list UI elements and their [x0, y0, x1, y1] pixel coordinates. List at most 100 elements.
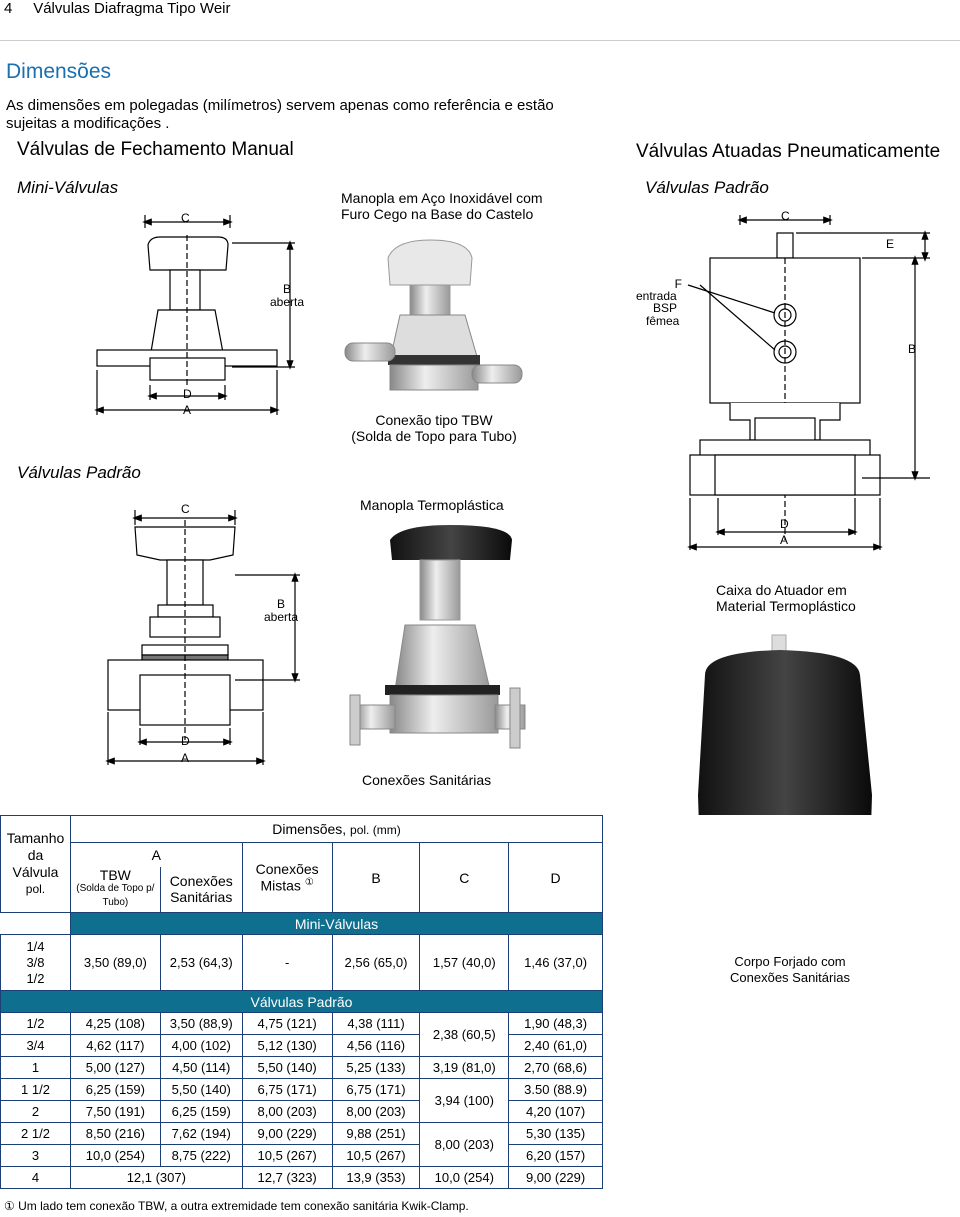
table-row: 2 1/2 8,50 (216) 7,62 (194) 9,00 (229) 9… — [0, 1122, 603, 1167]
size-header: Tamanho da Válvula pol. — [0, 815, 71, 913]
housing-caption: Caixa do Atuador em Material Termoplásti… — [716, 582, 856, 614]
cell: 3,94 (100) — [419, 1078, 510, 1123]
b-header: B — [331, 842, 421, 913]
pneu-dim-e: E — [886, 237, 895, 251]
mini-dim-a: A — [183, 403, 192, 417]
cell: 3 — [0, 1144, 71, 1167]
cell: 4,25 (108) — [69, 1012, 161, 1035]
table-row: 1 1/2 6,25 (159) 5,50 (140) 6,75 (171) 6… — [0, 1078, 603, 1123]
mini-banner: Mini-Válvulas — [69, 912, 604, 935]
c-header: C — [419, 842, 510, 913]
cell: 13,9 (353) — [331, 1166, 421, 1189]
pneu-port-f: F — [674, 277, 682, 291]
thermo-valve-photo — [349, 525, 526, 749]
dims-header: Dimensões, pol. (mm) — [69, 815, 604, 843]
page-header: 4 Válvulas Diafragma Tipo Weir — [4, 0, 231, 18]
cell: 6,25 (159) — [159, 1100, 243, 1123]
cell: 5,30 (135) — [508, 1122, 603, 1145]
cell: 5,50 (140) — [241, 1056, 333, 1079]
tbw-caption: Conexão tipo TBW (Solda de Topo para Tub… — [351, 412, 517, 444]
cell: 5,25 (133) — [331, 1056, 421, 1079]
tbw-header: TBW (Solda de Topo p/ Tubo) — [69, 866, 161, 913]
cell: 2,70 (68,6) — [508, 1056, 603, 1079]
cell: 4,20 (107) — [508, 1100, 603, 1123]
cell: 4,00 (102) — [159, 1034, 243, 1057]
cell: 4 — [0, 1166, 71, 1189]
std-dim-b-open: aberta — [264, 610, 299, 624]
cell: 5,00 (127) — [69, 1056, 161, 1079]
pneu-dim-d: D — [780, 517, 789, 531]
std-valve-drawing — [105, 510, 300, 765]
san-header: Conexões Sanitárias — [159, 866, 243, 913]
cell: 1,90 (48,3) — [508, 1012, 603, 1035]
table-row: 3/4 4,62 (117) 4,00 (102) 5,12 (130) 4,5… — [0, 1034, 603, 1057]
std-valves-label: Válvulas Padrão — [17, 463, 141, 482]
page-header-title: Válvulas Diafragma Tipo Weir — [33, 0, 231, 17]
std-dim-a: A — [181, 751, 190, 765]
cell: 1/2 — [0, 1012, 71, 1035]
pneu-dim-b: B — [908, 342, 917, 356]
body-caption: Corpo Forjado com Conexões Sanitárias — [730, 954, 850, 985]
cell: 4,56 (116) — [331, 1034, 421, 1057]
cell: 9,00 (229) — [508, 1166, 603, 1189]
table-row: 3 10,0 (254) 8,75 (222) 10,5 (267) 10,5 … — [0, 1144, 603, 1167]
pneu-dim-a: A — [780, 533, 789, 547]
cell: 8,50 (216) — [69, 1122, 161, 1145]
cell: 3/4 — [0, 1034, 71, 1057]
cell: 2 1/2 — [0, 1122, 71, 1145]
mini-dim-b-open: aberta — [270, 295, 305, 309]
mini-valve-drawing — [94, 215, 295, 415]
cell: 4,75 (121) — [241, 1012, 333, 1035]
cell: 10,0 (254) — [419, 1166, 510, 1189]
handle-caption: Manopla em Aço Inoxidável com Furo Cego … — [341, 190, 543, 222]
cell: 12,7 (323) — [241, 1166, 333, 1189]
cell: 1,46 (37,0) — [508, 934, 603, 991]
cell: 6,75 (171) — [241, 1078, 333, 1101]
valve-drawings — [94, 215, 930, 815]
std-dim-c: C — [181, 502, 190, 516]
table-row: 2 7,50 (191) 6,25 (159) 8,00 (203) 8,00 … — [0, 1100, 603, 1123]
footnote-mark: ① — [4, 1199, 15, 1213]
mix-header: Conexões Mistas ① — [241, 842, 333, 913]
std-banner: Válvulas Padrão — [0, 990, 603, 1013]
a-header: A — [69, 842, 243, 867]
thermo-caption: Manopla Termoplástica — [360, 497, 504, 513]
pneu-port-1: entrada — [636, 289, 677, 303]
std-dim-b: B — [277, 597, 286, 611]
cell: 12,1 (307) — [69, 1166, 243, 1189]
actuator-photo — [698, 634, 872, 815]
cell: 8,00 (203) — [419, 1122, 510, 1167]
table-row: 1/2 4,25 (108) 3,50 (88,9) 4,75 (121) 4,… — [0, 1012, 603, 1057]
pneumatic-valve-drawing — [687, 215, 930, 551]
cell: 9,00 (229) — [241, 1122, 333, 1145]
cell: 1 1/2 — [0, 1078, 71, 1101]
mini-valves-label: Mini-Válvulas — [17, 178, 119, 197]
dimensions-table: Tamanho da Válvula pol. Dimensões, pol. … — [0, 815, 604, 1189]
mini-dim-b: B — [283, 282, 292, 296]
cell: 5,50 (140) — [159, 1078, 243, 1101]
cell: 3,50 (89,0) — [69, 934, 161, 991]
cell: 3.50 (88.9) — [508, 1078, 603, 1101]
cell: 9,88 (251) — [331, 1122, 421, 1145]
mini-valve-photo — [344, 239, 523, 391]
cell: 4,62 (117) — [69, 1034, 161, 1057]
cell: 2 — [0, 1100, 71, 1123]
pneu-port-2: BSP — [653, 301, 678, 315]
mini-dim-d: D — [183, 387, 192, 401]
table-row: 1/4 3/8 1/2 3,50 (89,0) 2,53 (64,3) - 2,… — [0, 934, 603, 991]
footnote: ① Um lado tem conexão TBW, a outra extre… — [4, 1199, 469, 1213]
cell: 3,19 (81,0) — [419, 1056, 510, 1079]
cell: 10,0 (254) — [69, 1144, 161, 1167]
cell: 2,40 (61,0) — [508, 1034, 603, 1057]
mini-dim-c: C — [181, 211, 190, 225]
cell: 6,25 (159) — [69, 1078, 161, 1101]
intro-text: As dimensões em polegadas (milímetros) s… — [6, 97, 554, 132]
cell: 8,00 (203) — [331, 1100, 421, 1123]
table-row: 4 12,1 (307) 12,7 (323) 13,9 (353) 10,0 … — [0, 1166, 603, 1189]
cell: 7,50 (191) — [69, 1100, 161, 1123]
cell: 3,50 (88,9) — [159, 1012, 243, 1035]
pneu-dim-c: C — [781, 209, 790, 223]
section-title: Dimensões — [6, 60, 112, 83]
pneumatic-heading: Válvulas Atuadas Pneumaticamente — [636, 141, 941, 162]
cell: 6,75 (171) — [331, 1078, 421, 1101]
